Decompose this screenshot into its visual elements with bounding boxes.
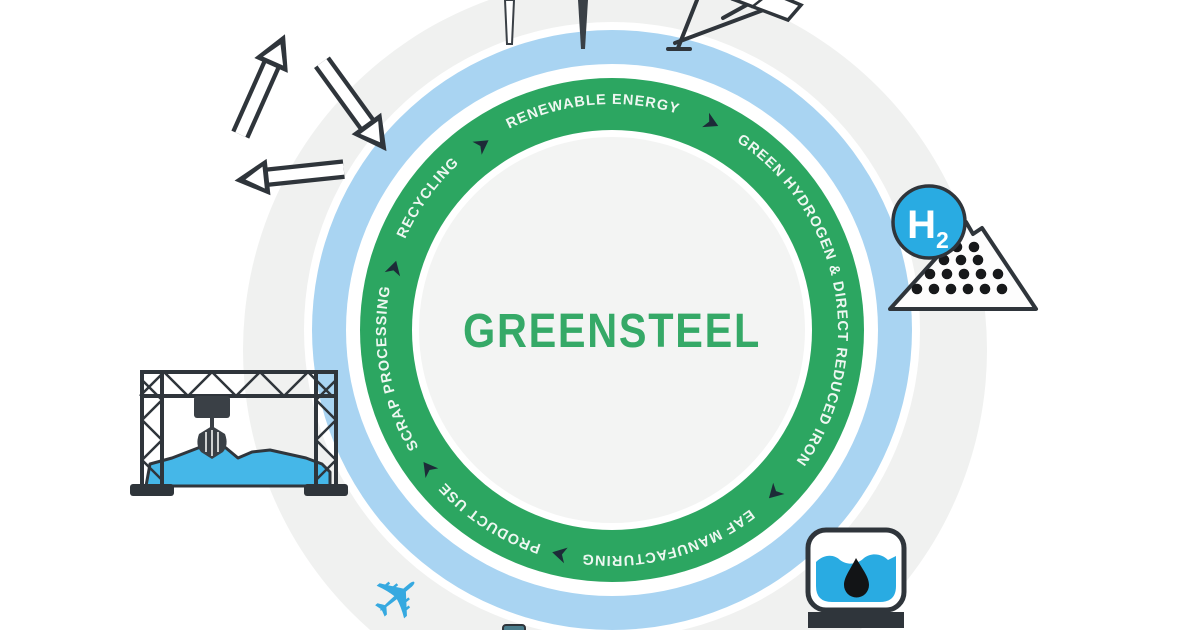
crane-foot [304, 484, 348, 496]
ladle-stand [808, 612, 904, 628]
car-icon-partial [502, 624, 526, 630]
wind-turbine-tower-icon [503, 0, 588, 49]
ladle-icon [805, 527, 907, 628]
page-title: GREENSTEEL [463, 305, 761, 358]
solar-panel-icon [666, 0, 804, 51]
arrow-icon [472, 140, 489, 155]
scrap-crane-icon [130, 370, 348, 496]
pellet-dots [911, 241, 1008, 295]
crane-foot [130, 484, 174, 496]
droplet-icon [844, 558, 869, 598]
cycle-arrows [384, 112, 785, 564]
arrow-icon [702, 112, 719, 128]
recycling-icon [231, 34, 387, 196]
arrow-icon [768, 482, 785, 499]
h2-badge [891, 184, 967, 260]
crane-trolley [194, 396, 230, 418]
green-hydrogen-dri-icon: H2 [888, 184, 1038, 311]
arrow-icon [423, 462, 439, 479]
inner-gray-disc [419, 137, 805, 523]
arrow-icon [384, 260, 401, 277]
h2-label: H2 [907, 203, 949, 253]
arrow-icon [552, 547, 568, 564]
